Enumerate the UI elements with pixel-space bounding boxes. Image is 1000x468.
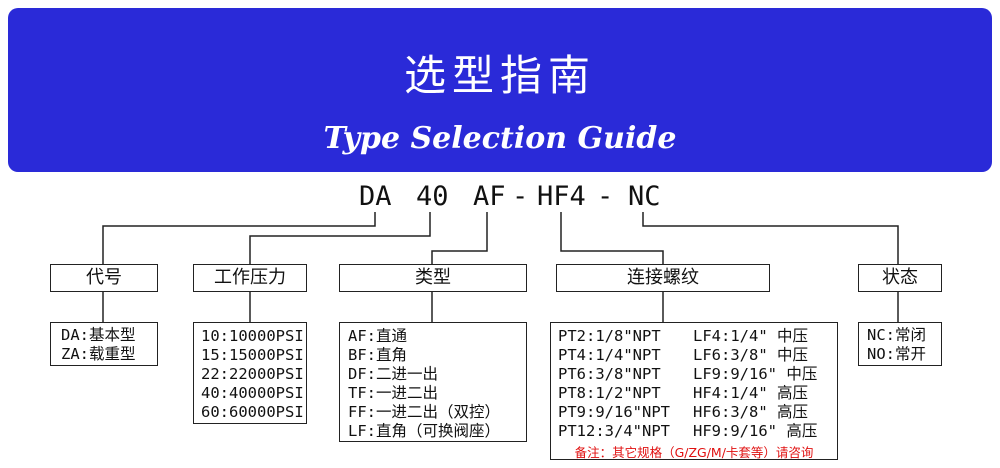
- connection-option: PT4:1/4"NPT: [558, 346, 661, 364]
- title-banner: 选型指南 Type Selection Guide: [8, 8, 992, 172]
- code-state: NC: [628, 181, 661, 212]
- model-option: DA:基本型: [61, 326, 136, 344]
- connector-pressure: [249, 212, 431, 264]
- connector-code: [102, 212, 376, 264]
- connector-type: [431, 212, 488, 264]
- connection-column-right: LF4:1/4" 中压 LF6:3/8" 中压 LF9:9/16" 中压 HF4…: [693, 327, 817, 441]
- pressure-option: 22:22000PSI: [201, 365, 304, 383]
- type-option: LF:直角（可换阀座）: [348, 422, 500, 440]
- model-option: ZA:载重型: [61, 345, 136, 363]
- connection-options-box: PT2:1/8"NPT PT4:1/4"NPT PT6:3/8"NPT PT8:…: [550, 322, 838, 460]
- connection-option: PT12:3/4"NPT: [558, 422, 670, 440]
- connection-option: PT6:3/8"NPT: [558, 365, 661, 383]
- banner-subtitle: Type Selection Guide: [323, 121, 677, 156]
- connection-option: PT2:1/8"NPT: [558, 327, 661, 345]
- connection-option: HF9:9/16" 高压: [693, 422, 818, 440]
- banner-title: 选型指南: [403, 51, 596, 100]
- pressure-option: 60:60000PSI: [201, 403, 304, 421]
- connection-column-left: PT2:1/8"NPT PT4:1/4"NPT PT6:3/8"NPT PT8:…: [558, 327, 670, 441]
- category-connection: 连接螺纹: [556, 264, 770, 292]
- code-pressure: 40: [416, 181, 449, 212]
- connection-option: HF6:3/8" 高压: [693, 403, 808, 421]
- category-code: 代号: [50, 264, 158, 292]
- state-options-box: NC:常闭 NO:常开: [858, 322, 942, 366]
- type-option: AF:直通: [348, 327, 407, 345]
- model-options-box: DA:基本型 ZA:载重型: [50, 322, 158, 366]
- connection-option: LF4:1/4" 中压: [693, 327, 808, 345]
- pressure-option: 15:15000PSI: [201, 346, 304, 364]
- connector-connection: [560, 212, 664, 264]
- category-type: 类型: [339, 264, 527, 292]
- connection-option: PT8:1/2"NPT: [558, 384, 661, 402]
- type-option: DF:二进一出: [348, 365, 438, 383]
- type-option: BF:直角: [348, 346, 407, 364]
- connector-state: [642, 212, 899, 264]
- code-dash-1: -: [512, 181, 529, 212]
- type-option: FF:一进二出（双控）: [348, 403, 500, 421]
- state-option: NO:常开: [867, 345, 926, 363]
- code-connection: HF4: [537, 181, 586, 212]
- type-options-box: AF:直通 BF:直角 DF:二进一出 TF:一进二出 FF:一进二出（双控） …: [339, 322, 527, 442]
- connection-option: LF6:3/8" 中压: [693, 346, 808, 364]
- category-pressure: 工作压力: [193, 264, 307, 292]
- category-state: 状态: [858, 264, 942, 292]
- code-model: DA: [359, 181, 392, 212]
- pressure-option: 40:40000PSI: [201, 384, 304, 402]
- type-option: TF:一进二出: [348, 384, 438, 402]
- code-type: AF: [473, 181, 506, 212]
- connection-option: LF9:9/16" 中压: [693, 365, 818, 383]
- connection-note: 备注：其它规格（G/ZG/M/卡套等）请咨询: [574, 445, 814, 460]
- pressure-options-box: 10:10000PSI 15:15000PSI 22:22000PSI 40:4…: [193, 322, 307, 424]
- state-option: NC:常闭: [867, 326, 926, 344]
- pressure-option: 10:10000PSI: [201, 327, 304, 345]
- connection-option: HF4:1/4" 高压: [693, 384, 808, 402]
- code-dash-2: -: [597, 181, 614, 212]
- connection-option: PT9:9/16"NPT: [558, 403, 670, 421]
